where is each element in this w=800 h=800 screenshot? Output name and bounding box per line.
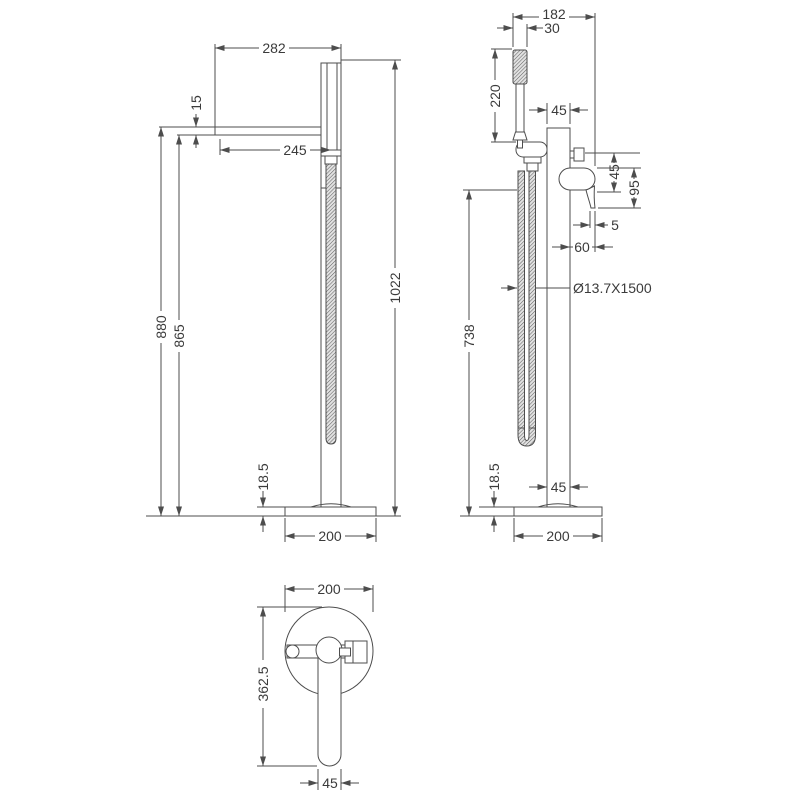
side-hose-nut-upper — [523, 156, 542, 164]
dimension-label-95: 95 — [626, 180, 642, 196]
dimension-label-45-handle: 45 — [606, 164, 622, 180]
dimension-label-45-plan: 45 — [322, 775, 338, 791]
label-backing — [315, 529, 345, 543]
label-backing — [280, 143, 310, 157]
side-dim-lever-offset: 5 — [573, 211, 619, 252]
plan-dim-lever-width: 45 — [300, 769, 359, 791]
witness-lines — [257, 606, 322, 767]
plan-lever-dome — [315, 636, 343, 664]
dimension-label-282: 282 — [262, 40, 286, 56]
handset-tip — [517, 139, 523, 149]
front-view: 282 15 245 880 865 — [146, 40, 403, 544]
front-dim-overall-height: 1022 — [341, 59, 403, 517]
dimension-label-30: 30 — [544, 20, 560, 36]
handset-head — [512, 49, 528, 85]
dimension-label-200-side: 200 — [546, 528, 570, 544]
front-dim-spout-projection: 245 — [219, 139, 331, 158]
witness-lines — [546, 103, 571, 124]
front-dim-base-thickness: 18.5 — [255, 463, 286, 532]
handset-cone — [512, 131, 528, 141]
hose-u-bend — [517, 427, 536, 447]
side-dim-handset-width: 30 — [497, 20, 560, 47]
side-dim-handle-drop: 95 — [597, 167, 642, 209]
front-hose-nut-upper — [320, 149, 342, 157]
dimension-label-18.5: 18.5 — [255, 463, 271, 490]
front-dim-spout-thickness: 15 — [159, 95, 215, 148]
dimension-label-200: 200 — [318, 528, 342, 544]
side-base — [513, 506, 603, 517]
plan-view: 200 362.5 45 — [255, 581, 374, 791]
side-dim-base-thickness: 18.5 — [479, 463, 515, 532]
side-dim-base-diameter: 200 — [513, 518, 603, 544]
front-hose — [325, 163, 337, 445]
dimension-label-738: 738 — [461, 324, 477, 348]
dimension-label-865: 865 — [171, 324, 187, 348]
label-backing — [539, 7, 569, 23]
diverter-neck — [569, 150, 575, 159]
witness-lines — [159, 126, 215, 136]
label-backing — [543, 529, 573, 543]
side-dim-overall-depth: 182 — [512, 6, 596, 166]
witness-lines — [317, 769, 342, 790]
label-backing — [259, 41, 289, 55]
dimension-label-245: 245 — [283, 142, 307, 158]
hose-spec-callout: Ø13.7X1500 — [501, 280, 652, 296]
lever-tail — [585, 185, 596, 209]
plan-dim-lever-reach: 362.5 — [255, 606, 322, 767]
side-view: 182 30 220 45 45 — [460, 6, 652, 544]
side-dim-hose-drop: 738 — [460, 189, 517, 517]
side-dim-handset-length: 220 — [487, 48, 516, 143]
dimension-label-15: 15 — [188, 95, 204, 111]
label-backing — [550, 103, 568, 117]
front-spout — [214, 126, 322, 136]
front-hose-nut-lower — [324, 155, 338, 165]
dimension-label-45-base: 45 — [551, 479, 567, 495]
front-dim-spout-height: 880 — [153, 127, 169, 516]
diverter-knob — [573, 147, 585, 162]
front-dim-base-diameter: 200 — [284, 518, 377, 544]
front-base-bump — [310, 503, 352, 508]
lever-handle — [558, 167, 596, 191]
handset-handle — [515, 83, 525, 133]
front-base — [284, 506, 377, 517]
front-dim-spout-underside: 865 — [171, 135, 187, 516]
dimension-label-18.5-side: 18.5 — [486, 463, 502, 490]
dimension-label-880: 880 — [153, 315, 169, 339]
side-dim-column-width-base: 45 — [529, 479, 588, 495]
dimension-label-60: 60 — [574, 239, 590, 255]
dimension-label-200-plan: 200 — [317, 581, 341, 597]
hose-strand-left — [517, 170, 525, 429]
side-dim-column-width: 45 — [529, 102, 588, 124]
dimension-label-220: 220 — [487, 84, 503, 108]
front-dim-overall-width: 282 — [214, 40, 342, 127]
side-hose-nut-lower — [526, 162, 539, 172]
dimension-label-1022: 1022 — [387, 272, 403, 303]
dimension-label-45-top: 45 — [551, 102, 567, 118]
witness-lines — [341, 59, 401, 517]
label-backing — [573, 240, 592, 254]
front-column-detail-lines — [321, 63, 341, 189]
plan-cartridge-detail — [339, 647, 351, 657]
dimension-label-5: 5 — [611, 217, 619, 233]
hose-strand-right — [528, 170, 536, 429]
side-dim-handle-reach: 60 — [552, 239, 613, 255]
side-base-bump — [537, 503, 579, 508]
dimension-label-362.5: 362.5 — [255, 666, 271, 701]
dimension-label-182: 182 — [542, 6, 566, 22]
hose-spec-label: Ø13.7X1500 — [573, 280, 652, 296]
plan-arm-end-circle — [285, 644, 300, 659]
label-backing — [314, 582, 344, 596]
